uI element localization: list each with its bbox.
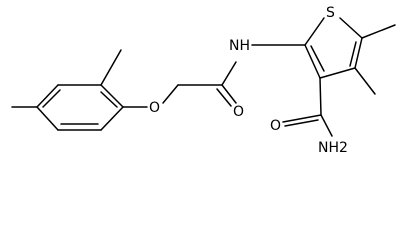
methyl-bond-ortho	[100, 49, 122, 86]
bond-c3-to-amide-c	[319, 77, 322, 116]
bond-carbonyl-o	[221, 84, 237, 104]
bond-carbonyl-o-double	[216, 88, 232, 107]
bond-ring-e-inner	[42, 89, 61, 108]
bond-ring-a-inner	[100, 91, 118, 108]
bond-ring-d	[36, 106, 59, 131]
bond-c2-s	[304, 17, 325, 46]
thiophene-ring	[304, 17, 363, 79]
molecule-diagram: O O NH S O NH2	[11, 5, 396, 155]
bond-amide-c-o	[282, 114, 322, 123]
bond-amide-c-n	[320, 114, 333, 137]
bond-ring-a	[100, 84, 124, 108]
bond-amide-c-o-double	[284, 119, 319, 127]
atom-o-amide: O	[233, 104, 244, 120]
bond-c4-c3	[319, 67, 356, 79]
atom-o-ether: O	[149, 100, 160, 116]
bond-ring-e	[36, 84, 59, 108]
bond-c5-c4-double	[349, 41, 357, 67]
bond-carbonyl-to-nh	[221, 61, 237, 86]
methyl-bond-c4	[354, 67, 376, 95]
structure-svg: O O NH S O NH2	[11, 5, 396, 155]
atom-s: S	[326, 5, 335, 21]
bond-ring-b	[100, 106, 124, 131]
bond-c3-c2-double	[310, 45, 325, 72]
benzene-ring	[36, 84, 124, 131]
methyl-bond-c5	[361, 24, 396, 39]
bond-o-to-ch2	[162, 84, 179, 104]
atom-nh2: NH2	[318, 140, 348, 155]
bond-c3-c2	[304, 44, 321, 79]
atom-o-carboxamide: O	[270, 118, 281, 134]
atom-nh: NH	[229, 38, 250, 54]
bond-s-c5	[339, 17, 363, 39]
bond-c5-c4	[354, 37, 363, 69]
